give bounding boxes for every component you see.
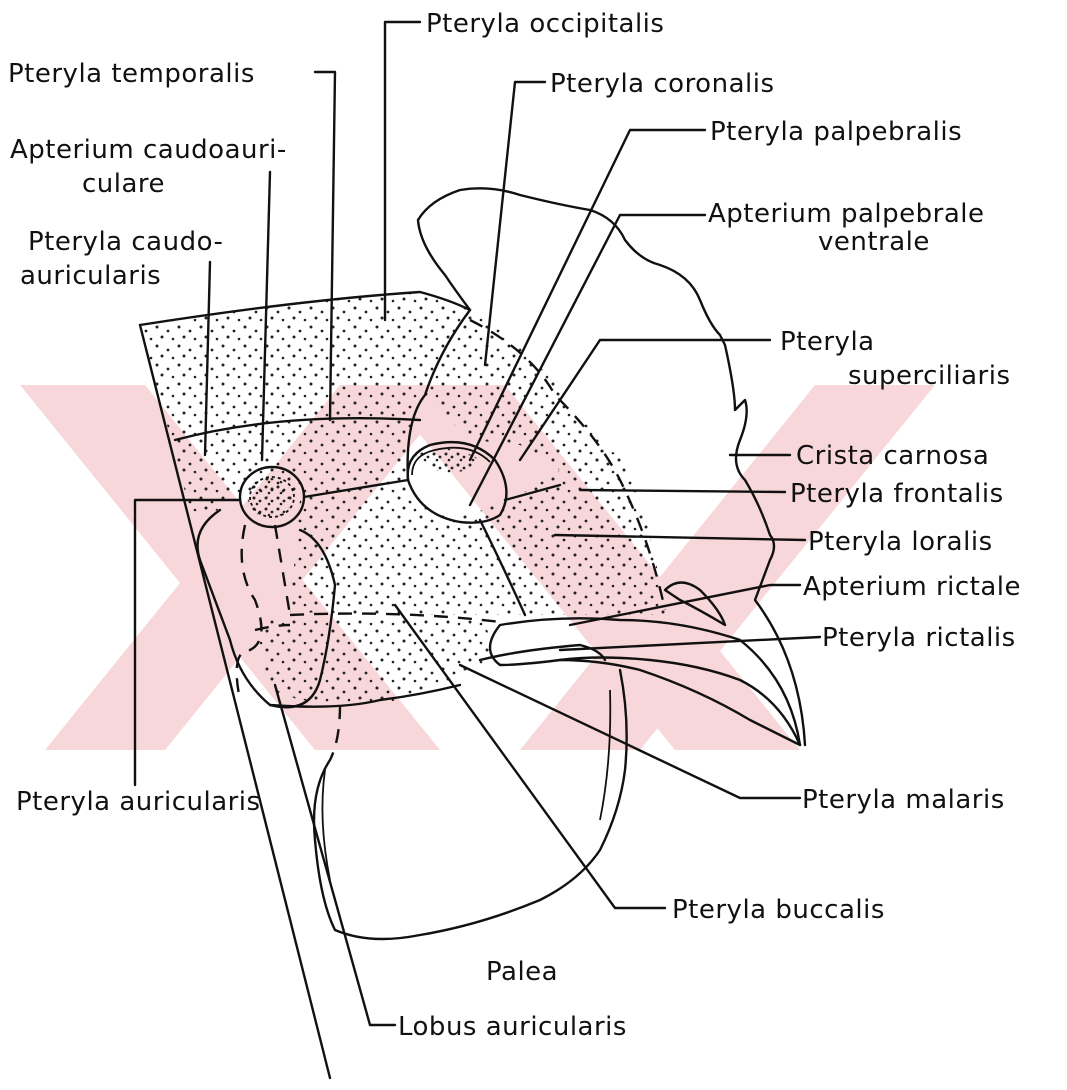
label-pteryla-malaris: Pteryla malaris [802,785,1005,815]
label-pteryla-loralis: Pteryla loralis [808,527,993,557]
label-pteryla-buccalis: Pteryla buccalis [672,895,885,925]
label-apterium-caudoauriculare-line2: culare [82,169,165,199]
ear-dense-dots [248,478,292,518]
cheek-tract [255,620,490,705]
label-pteryla-auricularis: Pteryla auricularis [16,787,261,817]
label-pteryla-occipitalis: Pteryla occipitalis [426,9,664,39]
label-apterium-caudoauriculare-line1: Apterium caudoauri- [10,135,287,165]
label-apterium-palpebrale-line1: Apterium palpebrale [708,199,984,229]
label-pteryla-superciliaris-line2: superciliaris [848,361,1011,391]
label-lobus-auricularis: Lobus auricularis [398,1012,627,1042]
label-apterium-rictale: Apterium rictale [803,572,1021,602]
label-pteryla-palpebralis: Pteryla palpebralis [710,117,962,147]
label-palea: Palea [486,957,558,987]
label-pteryla-caudoauricularis-line1: Pteryla caudo- [28,227,223,257]
label-crista-carnosa: Crista carnosa [796,441,989,471]
label-pteryla-caudoauricularis-line2: auricularis [20,261,161,291]
label-pteryla-rictalis: Pteryla rictalis [822,623,1016,653]
leader-occipitalis [385,22,420,320]
label-pteryla-frontalis: Pteryla frontalis [790,479,1004,509]
label-pteryla-coronalis: Pteryla coronalis [550,69,775,99]
wattle-inner-line [322,770,330,880]
label-pteryla-temporalis: Pteryla temporalis [8,59,255,89]
label-pteryla-superciliaris-line1: Pteryla [780,327,875,357]
label-apterium-palpebrale-line2: ventrale [818,227,930,257]
